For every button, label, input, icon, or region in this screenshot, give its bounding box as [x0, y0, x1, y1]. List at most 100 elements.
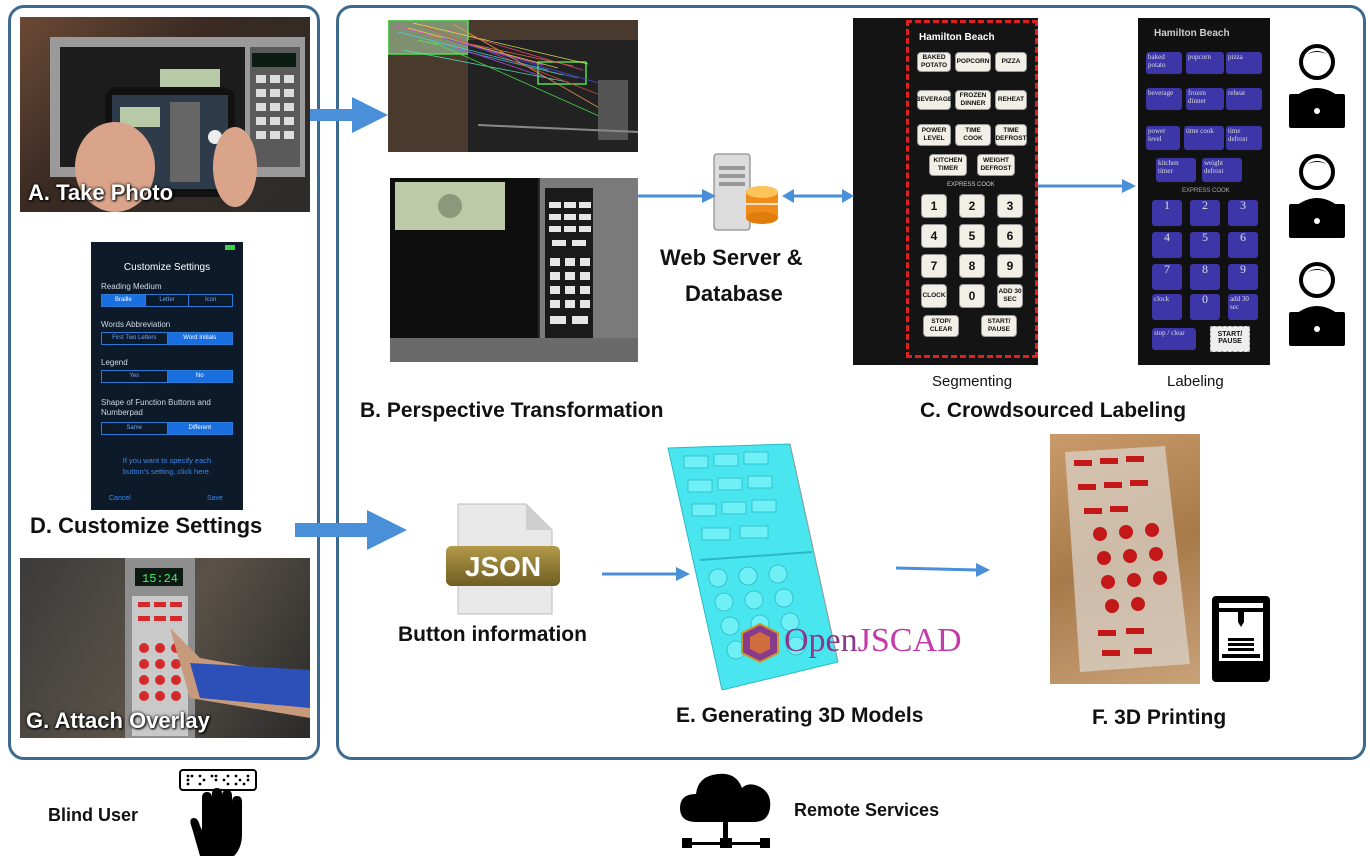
legend-yes[interactable]: Yes	[102, 371, 168, 382]
mw-numpad-key: 6	[997, 224, 1023, 248]
label-numpad-key: 5	[1190, 231, 1220, 258]
hand-braille-icon	[179, 769, 257, 856]
blind-user-panel	[8, 5, 320, 760]
json-file-label: JSON	[465, 551, 541, 582]
microwave-brand: Hamilton Beach	[919, 32, 995, 43]
mw-numpad-key: 3	[997, 194, 1023, 218]
reading-medium-braille[interactable]: Braille	[102, 295, 146, 306]
arrow-a-to-b	[310, 97, 388, 133]
label-baked-potato: baked potato	[1146, 52, 1182, 74]
express-cook-label: EXPRESS COOK	[947, 182, 995, 188]
warped-microwave-drawing	[390, 178, 638, 362]
server-database-icon	[713, 153, 778, 231]
label-numpad-key: clock	[1152, 294, 1182, 320]
legend-label: Legend	[101, 358, 128, 367]
web-server-caption-line1: Web Server &	[660, 245, 803, 270]
label-numpad-key: 9	[1228, 263, 1258, 290]
mw-numpad-key: ADD 30 SEC	[997, 284, 1023, 308]
blind-user-caption: Blind User	[48, 805, 139, 825]
mw-button-frozen-dinner: FROZEN DINNER	[955, 90, 991, 110]
openjscad-logo-icon	[741, 622, 779, 664]
label-popcorn: popcorn	[1186, 52, 1224, 74]
label-time-defrost: time defrost	[1226, 126, 1262, 150]
take-photo-image: A. Take Photo	[20, 17, 310, 212]
label-kitchen-timer: kitchen timer	[1156, 158, 1196, 182]
microwave-photo-drawing	[50, 37, 305, 212]
abbrev-first-two-letters[interactable]: First Two Letters	[102, 333, 168, 344]
segmentation-box	[906, 20, 1038, 358]
labeled-express-cook: EXPRESS COOK	[1182, 188, 1230, 194]
specify-button-setting-link[interactable]: If you want to specify each button's set…	[105, 455, 229, 477]
label-frozen-dinner: frozen dinner	[1186, 88, 1224, 110]
perspective-transformation-caption: B. Perspective Transformation	[360, 399, 664, 422]
abbrev-word-initials[interactable]: Word Initials	[167, 333, 232, 344]
label-weight-defrost: weight defrost	[1202, 158, 1242, 182]
reading-medium-icon[interactable]: Icon	[205, 297, 217, 303]
cancel-button[interactable]: Cancel	[109, 495, 131, 502]
mw-button-pizza: PIZZA	[995, 52, 1027, 72]
feature-match-drawing	[388, 20, 638, 152]
openjscad-open: Open	[784, 622, 858, 659]
3d-printer-icon	[1212, 596, 1270, 682]
label-numpad-key: 4	[1152, 231, 1182, 258]
arrow-json-to-e	[602, 567, 690, 581]
json-file-icon: JSON	[446, 503, 560, 615]
reading-medium-selector: Braille Letter Icon	[101, 294, 233, 307]
segmenting-caption: Segmenting	[932, 373, 1013, 390]
3d-printing-caption: F. 3D Printing	[1092, 706, 1227, 729]
mw-numpad-key: 2	[959, 194, 985, 218]
battery-icon	[225, 245, 235, 250]
mw-button-popcorn: POPCORN	[955, 52, 991, 72]
segmenting-microwave-panel: Hamilton Beach BAKED POTATO POPCORN PIZZ…	[853, 18, 1038, 365]
arrow-e-to-f	[896, 563, 990, 577]
settings-phone-screen: Customize Settings Reading Medium Braill…	[91, 242, 243, 510]
save-button[interactable]: Save	[207, 495, 223, 502]
openjscad-jscad: JSCAD	[857, 622, 962, 659]
attach-overlay-image: 15:24 G. Attach Overlay	[20, 558, 310, 738]
label-numpad-key: 0	[1190, 293, 1220, 320]
reading-medium-letter[interactable]: Letter	[146, 295, 190, 306]
arrow-segment-to-label	[1038, 179, 1136, 193]
openjscad-logo-text: OpenJSCAD	[784, 622, 962, 660]
label-beverage: beverage	[1146, 88, 1182, 110]
label-power-level: power level	[1146, 126, 1180, 150]
worker-laptop-icon	[1289, 154, 1345, 238]
mw-button-power-level: POWER LEVEL	[917, 124, 951, 146]
mw-button-weight-defrost: WEIGHT DEFROST	[977, 154, 1015, 176]
web-server-caption-line2: Database	[685, 281, 783, 306]
feature-matching-image	[388, 20, 638, 152]
legend-no[interactable]: No	[167, 371, 232, 382]
shape-same[interactable]: Same	[102, 423, 168, 434]
shape-label-line2: Numberpad	[101, 408, 143, 417]
mw-numpad-key: CLOCK	[921, 284, 947, 308]
label-numpad-key: 3	[1228, 199, 1258, 226]
mw-button-time-defrost: TIME DEFROST	[995, 124, 1027, 146]
reading-medium-label: Reading Medium	[101, 282, 162, 291]
label-stop-clear: stop / clear	[1152, 328, 1196, 350]
attach-overlay-label: G. Attach Overlay	[26, 708, 210, 733]
warped-microwave-image	[390, 178, 638, 362]
mw-numpad-key: 7	[921, 254, 947, 278]
mw-numpad-key: 0	[959, 284, 985, 308]
crowdsourced-labeling-caption: C. Crowdsourced Labeling	[920, 399, 1187, 422]
shape-label-line1: Shape of Function Buttons and	[101, 398, 211, 407]
3d-model-render	[667, 443, 839, 690]
specify-link-line1: If you want to specify each	[122, 456, 212, 465]
arrow-server-to-c	[782, 189, 854, 203]
button-information-caption: Button information	[398, 623, 587, 646]
shape-different[interactable]: Different	[167, 423, 232, 434]
specify-link-line2: button's setting, click here.	[122, 467, 212, 476]
overlay-photo-drawing: 15:24	[125, 558, 310, 738]
label-numpad-key: 1	[1152, 199, 1182, 226]
labeling-microwave-panel: Hamilton Beach baked potato popcorn pizz…	[1138, 18, 1270, 365]
mw-numpad-key: 9	[997, 254, 1023, 278]
worker-laptop-icon	[1289, 44, 1345, 128]
settings-title: Customize Settings	[123, 262, 211, 273]
mw-button-reheat: REHEAT	[995, 90, 1027, 110]
arrow-d-to-json	[295, 510, 407, 550]
take-photo-label: A. Take Photo	[28, 180, 174, 205]
mw-button-start-pause: START/ PAUSE	[981, 315, 1017, 337]
worker-laptop-icon	[1289, 262, 1345, 346]
mw-button-time-cook: TIME COOK	[955, 124, 991, 146]
remote-services-caption: Remote Services	[794, 800, 940, 820]
